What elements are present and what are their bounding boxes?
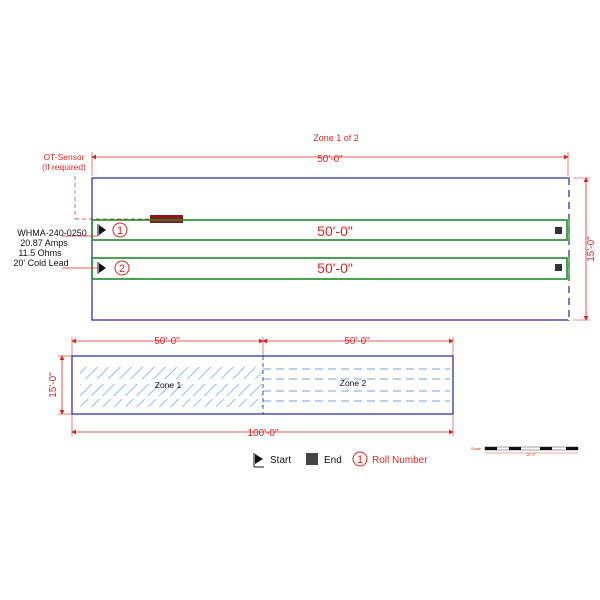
spec-model: WHMA-240-0250 (17, 228, 87, 238)
roll-1-number: 1 (117, 225, 123, 237)
roll-1: 1 50'-0" (91, 218, 570, 242)
zone-header: Zone 1 of 2 (313, 133, 359, 143)
lower-total-label: 100'-0" (247, 428, 278, 439)
legend-end-label: End (324, 455, 342, 466)
lower-total-dimension: 100'-0" (71, 414, 454, 439)
end-icon (555, 264, 562, 271)
lower-height-label: 15'-0" (48, 372, 59, 398)
roll-2-length: 50'-0" (317, 260, 353, 276)
sensor-label: OT-Sensor (43, 152, 84, 162)
legend-start-icon (255, 454, 263, 464)
ot-sensor-block (150, 215, 183, 223)
top-width-dimension: 50'-0" (91, 152, 569, 176)
lower-top-dimensions: 50'-0" 50'-0" (71, 336, 454, 356)
end-icon (555, 227, 562, 234)
zone-2-label: Zone 2 (340, 378, 367, 388)
zone-1-label: Zone 1 (155, 380, 182, 390)
right-height-label: 15'-0" (586, 236, 597, 262)
roll-2-number: 2 (119, 263, 125, 275)
top-width-label: 50'-0" (317, 154, 343, 165)
start-icon (99, 263, 106, 273)
scale-value: 15'-0" (526, 452, 537, 457)
legend-end-icon (306, 453, 318, 465)
ot-sensor-callout: OT-Sensor (If required) (42, 152, 183, 223)
lower-left-width-label: 50'-0" (154, 336, 180, 347)
spec-amps: 20.87 Amps (20, 238, 68, 248)
legend-roll-label: Roll Number (372, 455, 428, 466)
start-icon (99, 225, 106, 235)
spec-lead: 20' Cold Lead (13, 258, 68, 268)
sensor-note: (If required) (42, 162, 86, 172)
heater-spec: WHMA-240-0250 20.87 Amps 11.5 Ohms 20' C… (13, 228, 86, 268)
lower-height-dimension: 15'-0" (48, 355, 72, 415)
room-outline-overview (71, 355, 454, 415)
legend-start-label: Start (270, 455, 291, 466)
scale-bar: Scale 15'-0" (471, 446, 579, 457)
roll-number-circle (112, 222, 128, 238)
room-outline-top (91, 177, 570, 321)
legend: Start End 1 Roll Number (253, 451, 428, 468)
legend-roll-symbol: 1 (357, 454, 363, 466)
roll-2: 2 50'-0" (91, 256, 570, 281)
zone-1-area: Zone 1 (80, 367, 263, 407)
legend-roll-icon (352, 451, 368, 467)
scale-label: Scale (471, 446, 482, 451)
zone-2-area: Zone 2 (263, 368, 450, 402)
spec-ohms: 11.5 Ohms (18, 248, 62, 258)
roll-number-circle (114, 260, 130, 276)
right-height-dimension: 15'-0" (573, 177, 597, 321)
lower-right-width-label: 50'-0" (344, 336, 370, 347)
roll-1-length: 50'-0" (317, 223, 353, 239)
